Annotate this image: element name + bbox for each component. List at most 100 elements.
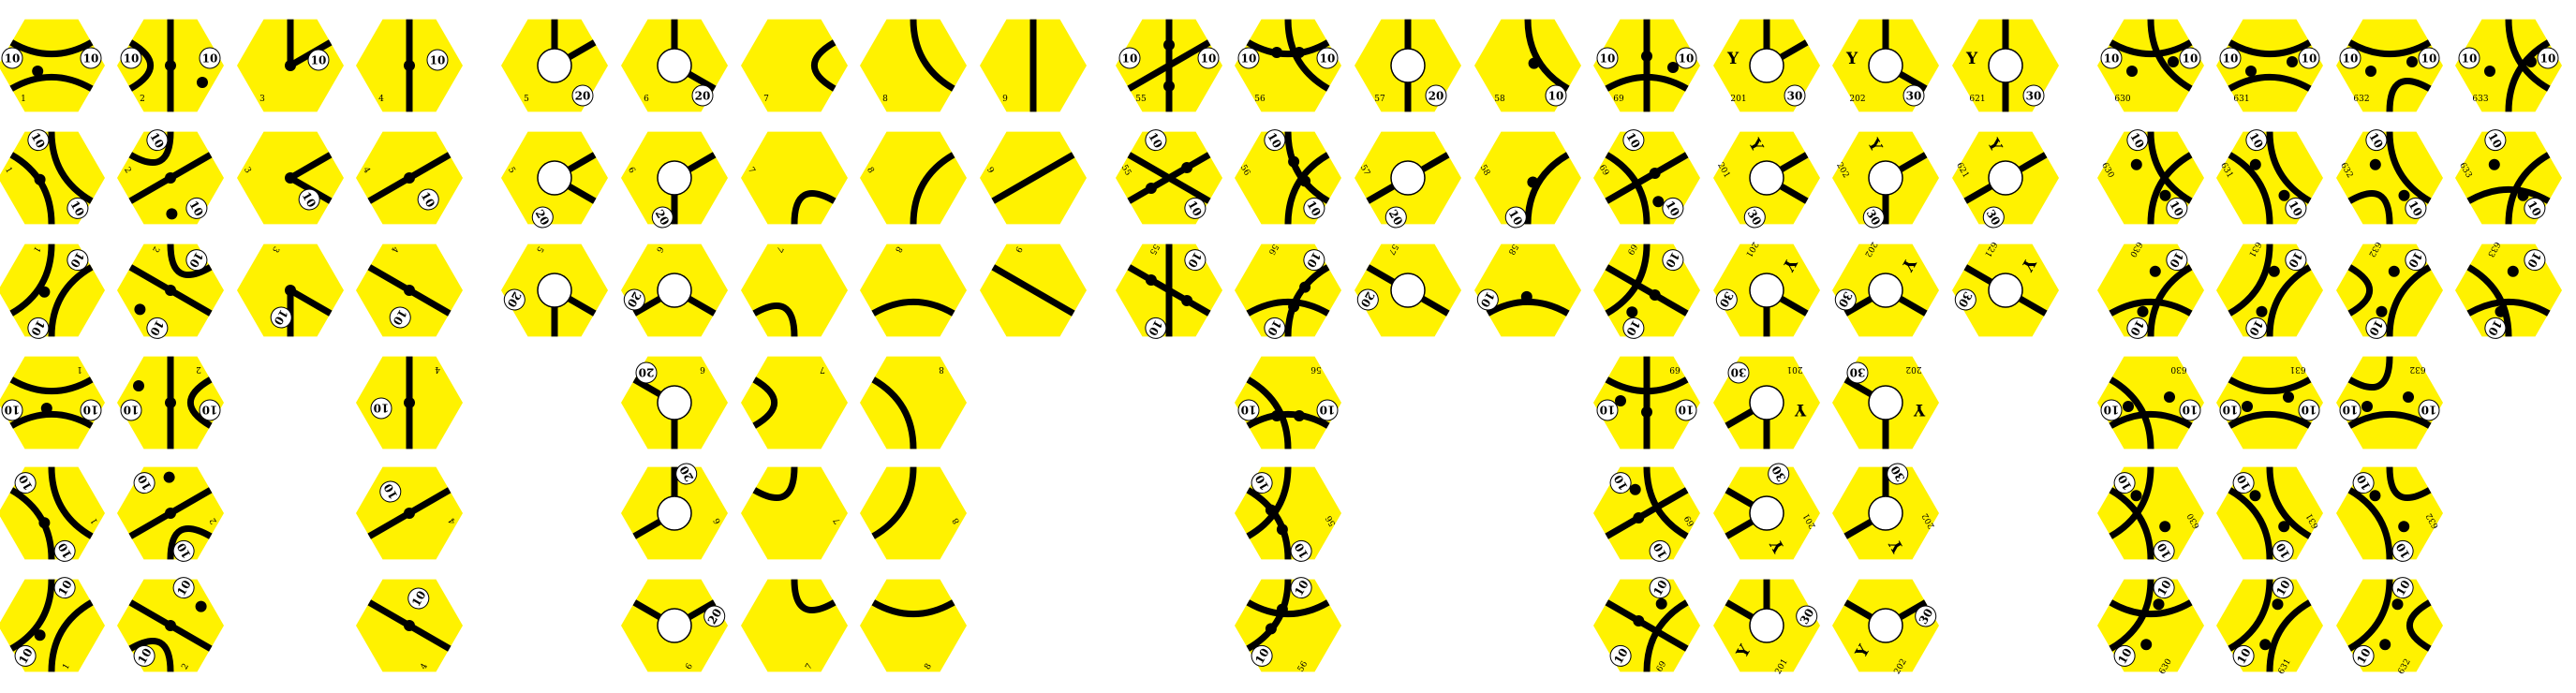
- tile-8-orientation-2[interactable]: 8: [860, 131, 967, 225]
- tile-9-orientation-2[interactable]: 9: [980, 131, 1087, 225]
- tile-9-orientation-1[interactable]: 9: [980, 19, 1087, 112]
- tile-4-orientation-4[interactable]: 104: [356, 356, 463, 450]
- tile-7-orientation-4[interactable]: 7: [741, 356, 848, 450]
- tile-4-orientation-5[interactable]: 104: [356, 466, 463, 560]
- tile-8-orientation-5[interactable]: 8: [860, 466, 967, 560]
- tile-6-orientation-5[interactable]: 206: [621, 460, 728, 560]
- tile-7-orientation-2[interactable]: 7: [741, 131, 848, 225]
- tile-8-orientation-1[interactable]: 8: [860, 19, 967, 112]
- tile-5-orientation-3[interactable]: 205: [500, 243, 608, 337]
- tile-4-orientation-6[interactable]: 104: [356, 579, 463, 672]
- tile-7-orientation-6[interactable]: 7: [741, 579, 848, 672]
- tile-8-orientation-3[interactable]: 8: [860, 243, 967, 337]
- tile-3-orientation-2[interactable]: 103: [237, 131, 344, 225]
- tile-8-orientation-6[interactable]: 8: [860, 579, 967, 672]
- tile-4-orientation-3[interactable]: 104: [356, 243, 463, 337]
- tile-6-orientation-1[interactable]: 206: [621, 19, 728, 112]
- tile-6-orientation-3[interactable]: 206: [620, 243, 728, 337]
- tile-7-orientation-5[interactable]: 7: [741, 466, 848, 560]
- tile-4-orientation-2[interactable]: 104: [356, 131, 463, 225]
- tile-8-orientation-4[interactable]: 8: [860, 356, 967, 450]
- tile-7-orientation-1[interactable]: 7: [741, 19, 848, 112]
- tile-6-orientation-6[interactable]: 206: [621, 579, 729, 672]
- tile-3-orientation-3[interactable]: 103: [237, 243, 344, 337]
- tile-9-orientation-3[interactable]: 9: [980, 243, 1087, 337]
- tile-5-orientation-1[interactable]: 205: [501, 19, 608, 112]
- tile-6-orientation-2[interactable]: 206: [621, 131, 728, 231]
- tile-5-orientation-2[interactable]: 205: [501, 131, 608, 231]
- tile-4-orientation-1[interactable]: 104: [356, 19, 463, 112]
- tile-3-orientation-1[interactable]: 103: [237, 19, 344, 112]
- tile-7-orientation-3[interactable]: 7: [741, 243, 848, 337]
